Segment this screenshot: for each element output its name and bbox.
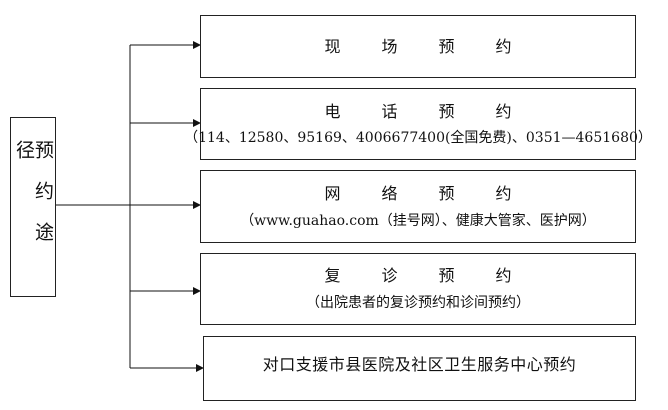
branch-online-detail: （www.guahao.com（挂号网）、健康大管家、医护网） <box>240 212 596 229</box>
branch-phone: 电话预约 （114、12580、95169、4006677400(全国免费)、0… <box>184 88 652 160</box>
branch-phone-detail: （114、12580、95169、4006677400(全国免费)、0351—4… <box>184 129 652 146</box>
branch-followup-detail: （出院患者的复诊预约和诊间预约） <box>306 295 530 311</box>
branch-online: 网络预约 （www.guahao.com（挂号网）、健康大管家、医护网） <box>200 170 636 243</box>
branch-counterpart-title: 对口支援市县医院及社区卫生服务中心预约 <box>262 354 577 374</box>
branch-onsite-title: 现场预约 <box>324 36 553 56</box>
root-node: 预约途径 <box>10 117 56 297</box>
branch-onsite: 现场预约 <box>200 15 636 78</box>
branch-counterpart: 对口支援市县医院及社区卫生服务中心预约 <box>203 336 636 401</box>
root-label: 预约途径 <box>13 140 54 263</box>
branch-phone-title: 电话预约 <box>324 101 553 121</box>
branch-online-title: 网络预约 <box>324 183 553 203</box>
branch-followup: 复诊预约 （出院患者的复诊预约和诊间预约） <box>200 253 636 325</box>
branch-followup-title: 复诊预约 <box>324 266 553 285</box>
